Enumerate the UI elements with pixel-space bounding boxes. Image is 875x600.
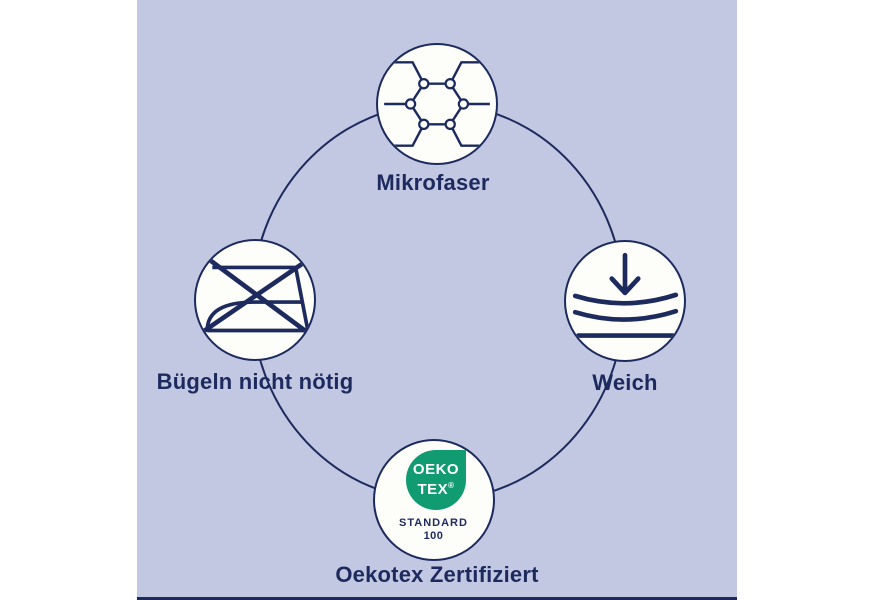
softness-press-icon — [572, 252, 678, 338]
bottom-accent-bar — [137, 597, 737, 600]
oekotex-logo-line1: OEKO — [412, 461, 460, 478]
oekotex-standard-text: STANDARD 100 — [375, 517, 492, 543]
registered-mark: ® — [448, 481, 455, 490]
badge-weich — [564, 240, 686, 362]
oekotex-logo-line2: TEX® — [417, 481, 455, 498]
oekotex-drop-logo: OEKO TEX® — [406, 450, 466, 510]
badge-oekotex: OEKO TEX® STANDARD 100 — [373, 439, 495, 561]
badge-mikrofaser — [376, 43, 498, 165]
badge-buegeln — [194, 239, 316, 361]
no-ironing-icon — [200, 257, 311, 336]
label-mikrofaser: Mikrofaser — [376, 170, 490, 195]
oekotex-standard-word: STANDARD — [399, 517, 468, 529]
label-buegeln: Bügeln nicht nötig — [156, 369, 354, 394]
label-oekotex: Oekotex Zertifiziert — [335, 562, 539, 587]
oekotex-standard-number: 100 — [423, 530, 444, 542]
label-weich: Weich — [592, 370, 658, 395]
feature-diagram: Mikrofaser Weich — [137, 0, 737, 600]
molecule-icon — [378, 60, 496, 147]
